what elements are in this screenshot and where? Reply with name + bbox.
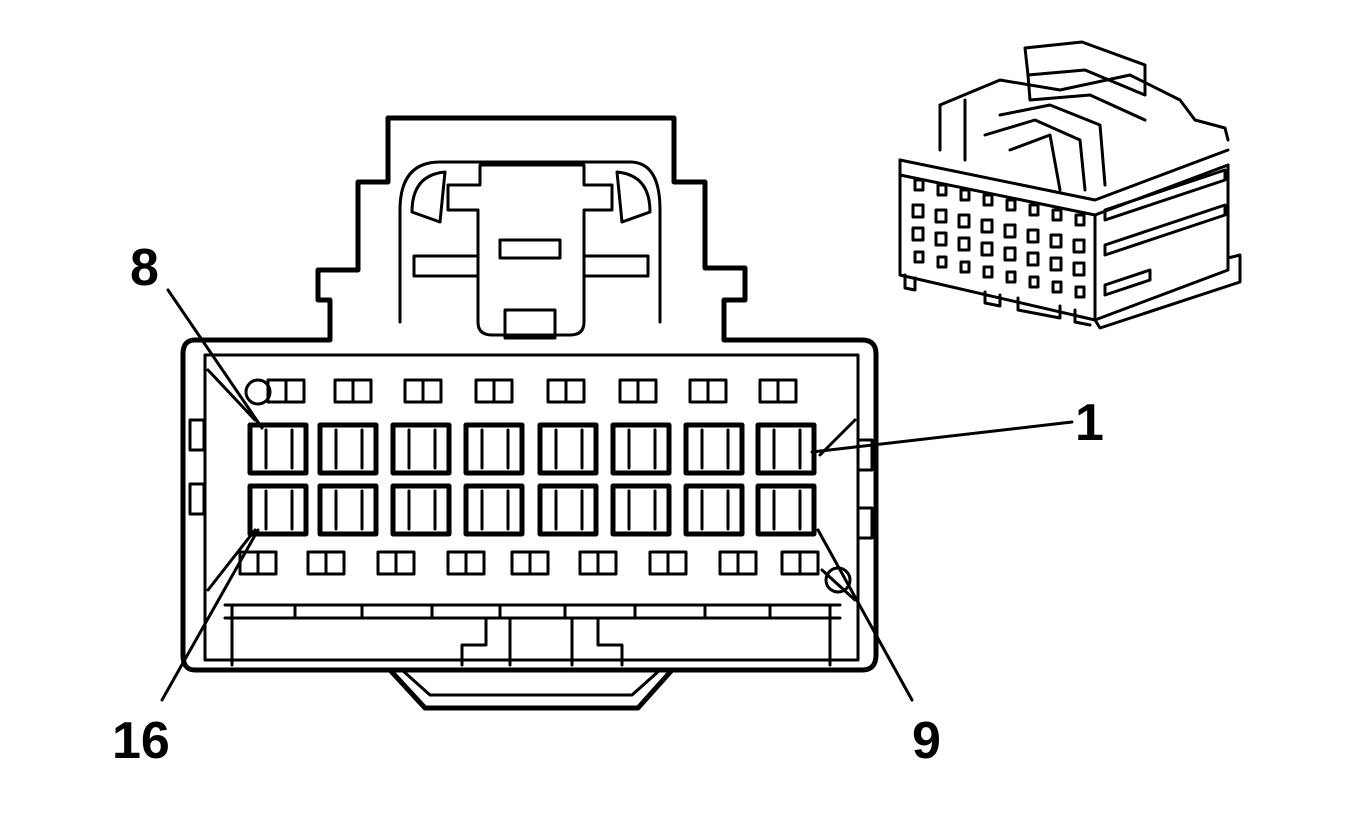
- connector-housing: [180, 115, 879, 711]
- leader-pin-16: [160, 528, 260, 702]
- pin-cavity-15: [317, 483, 379, 537]
- label-pin-9: 9: [912, 712, 941, 770]
- connector-isometric-view: [898, 40, 1242, 330]
- pin-cavity-12: [537, 483, 599, 537]
- pin-cavity-3: [610, 422, 672, 476]
- leader-pin-8: [166, 288, 264, 430]
- pin-cavity-7: [317, 422, 379, 476]
- pin-cavity-2: [683, 422, 745, 476]
- label-pin-8: 8: [130, 239, 159, 297]
- pin-cavity-6: [390, 422, 452, 476]
- pin-row-top: [247, 422, 817, 476]
- iso-pin-grid: [911, 178, 1086, 299]
- pin-cavity-11: [610, 483, 672, 537]
- pin-cavity-9: [755, 483, 817, 537]
- pin-cavity-16: [247, 483, 309, 537]
- pin-cavity-1: [755, 422, 817, 476]
- tpa-strip: [223, 603, 842, 667]
- leader-lines: [160, 288, 1074, 702]
- pin-cavity-13: [463, 483, 525, 537]
- pin-cavity-10: [683, 483, 745, 537]
- pin-cavity-8: [247, 422, 309, 476]
- label-pin-16: 16: [112, 712, 170, 770]
- pin-cavity-14: [390, 483, 452, 537]
- bottom-lock-windows: [238, 550, 820, 576]
- label-pin-1: 1: [1075, 394, 1104, 452]
- pin-cavity-5: [463, 422, 525, 476]
- leader-pin-9: [816, 528, 914, 702]
- pin-row-bottom: [247, 483, 817, 537]
- top-lock-windows: [266, 378, 798, 404]
- leader-pin-1: [810, 420, 1074, 454]
- pin-cavity-4: [537, 422, 599, 476]
